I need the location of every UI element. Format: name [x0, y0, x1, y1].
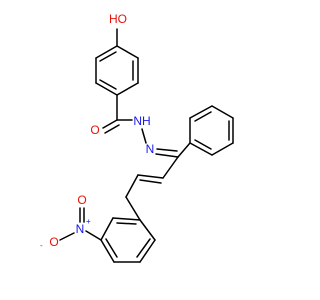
bond: [177, 142, 191, 158]
carbonyl-oxygen-label: O: [90, 123, 99, 137]
bond: [104, 124, 120, 134]
nitro-oxygen-charge: -: [40, 241, 43, 250]
bond: [189, 105, 213, 119]
nitro-oxygen-double-label: O: [77, 193, 86, 207]
bond: [137, 174, 164, 179]
bond: [139, 239, 156, 263]
bond: [155, 153, 179, 158]
hydroxyl-label: HO: [109, 12, 127, 26]
bond: [85, 230, 102, 241]
bond: [102, 119, 118, 129]
bond: [105, 238, 118, 258]
bond: [116, 222, 137, 225]
bond: [99, 79, 117, 90]
bond: [116, 45, 139, 59]
bond: [125, 196, 141, 221]
bond: [194, 111, 212, 122]
bond: [211, 105, 234, 119]
bond: [112, 217, 141, 221]
bond: [189, 142, 213, 156]
nitro-nitrogen-charge: +: [86, 217, 91, 226]
amide-nh-label: NH: [133, 114, 150, 128]
nitro-nitrogen-label: N: [76, 222, 85, 236]
bond: [136, 238, 151, 258]
bond: [139, 219, 156, 241]
bond-layer: [59, 28, 234, 263]
bond: [95, 82, 118, 96]
imine-nitrogen-label: N: [146, 142, 155, 156]
bond: [139, 179, 162, 184]
bond: [156, 148, 178, 152]
nitro-oxygen-single-label: O: [49, 235, 58, 249]
bond: [100, 239, 115, 263]
bond: [141, 128, 147, 144]
bond: [211, 142, 234, 156]
bond: [95, 45, 118, 59]
bond: [194, 139, 212, 150]
bond: [100, 217, 114, 241]
bond: [116, 82, 139, 96]
structure-diagram: HO O NH N N + O O -: [40, 12, 234, 263]
bond: [125, 174, 139, 198]
atom-label-layer: HO O NH N N + O O -: [40, 12, 154, 250]
bond: [99, 51, 117, 62]
bond: [162, 156, 179, 179]
bond: [59, 232, 75, 241]
